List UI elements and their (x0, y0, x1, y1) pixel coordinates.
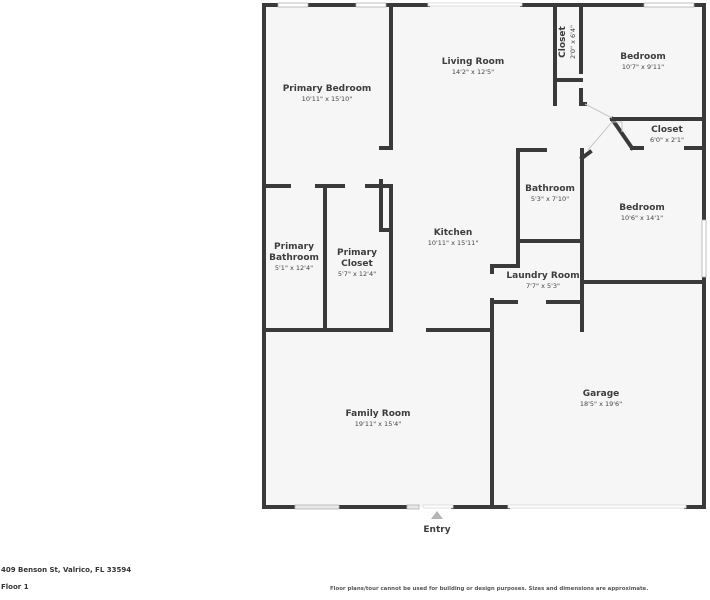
room-dimensions: 10'11" x 15'10" (301, 95, 353, 103)
room-name: Garage (582, 389, 620, 399)
room-name: Family Room (345, 409, 411, 419)
room-name-line2: Bathroom (269, 253, 319, 263)
room-name: Kitchen (433, 228, 473, 238)
room-name: Closet (558, 26, 568, 58)
room-dimensions: 10'11" x 15'11" (427, 239, 479, 247)
windows (277, 2, 707, 510)
room-name: Closet (651, 125, 683, 135)
room-name: Bedroom (620, 52, 666, 62)
room-dimensions: 5'7" x 12'4" (337, 270, 377, 278)
room-dimensions: 18'5" x 19'6" (579, 400, 623, 408)
room-name: Primary Bedroom (282, 84, 372, 94)
room-primary-bathroom: Primary Bathroom 5'1" x 12'4" (269, 242, 319, 273)
entry-label: Entry (423, 525, 451, 535)
door-swings (584, 103, 623, 151)
property-address: 409 Benson St, Valrico, FL 33594 (1, 566, 132, 574)
entry-arrow-icon (431, 511, 443, 519)
room-name-line1: Primary (337, 248, 377, 258)
room-dimensions: 10'6" x 14'1" (620, 214, 664, 222)
room-dimensions: 5'3" x 7'10" (530, 195, 570, 203)
room-bedroom-2: Bedroom 10'6" x 14'1" (619, 203, 665, 223)
room-closet-2: Closet 6'0" x 2'1" (650, 125, 684, 145)
floor-area (264, 5, 704, 507)
room-living-room: Living Room 14'2" x 12'5" (442, 57, 504, 77)
openings (422, 2, 687, 509)
room-dimensions: 2'0" x 6'4" (569, 24, 577, 60)
floor-label: Floor 1 (1, 583, 29, 591)
disclaimer-text: Floor plans/tour cannot be used for buil… (330, 586, 649, 592)
room-name-line2: Closet (341, 259, 373, 269)
room-name: Bathroom (525, 184, 575, 194)
room-dimensions: 14'2" x 12'5" (451, 68, 495, 76)
room-name: Laundry Room (506, 271, 580, 281)
room-laundry-room: Laundry Room 7'7" x 5'3" (506, 271, 579, 291)
room-dimensions: 10'7" x 9'11" (621, 63, 665, 71)
room-name: Living Room (441, 57, 505, 67)
room-bedroom-1: Bedroom 10'7" x 9'11" (620, 52, 666, 72)
room-closet-small: Closet 2'0" x 6'4" (558, 25, 578, 59)
room-dimensions: 7'7" x 5'3" (525, 282, 561, 290)
room-bathroom: Bathroom 5'3" x 7'10" (525, 184, 575, 204)
room-dimensions: 6'0" x 2'1" (649, 136, 685, 144)
room-kitchen: Kitchen 10'11" x 15'11" (428, 228, 479, 248)
room-garage: Garage 18'5" x 19'6" (580, 389, 622, 409)
room-dimensions: 19'11" x 15'4" (354, 420, 402, 428)
walls (262, 3, 706, 509)
room-dimensions: 5'1" x 12'4" (274, 264, 314, 272)
room-primary-closet: Primary Closet 5'7" x 12'4" (337, 248, 377, 279)
room-primary-bedroom: Primary Bedroom 10'11" x 15'10" (283, 84, 372, 104)
room-name-line1: Primary (274, 242, 314, 252)
room-family-room: Family Room 19'11" x 15'4" (346, 409, 411, 429)
room-name: Bedroom (619, 203, 665, 213)
